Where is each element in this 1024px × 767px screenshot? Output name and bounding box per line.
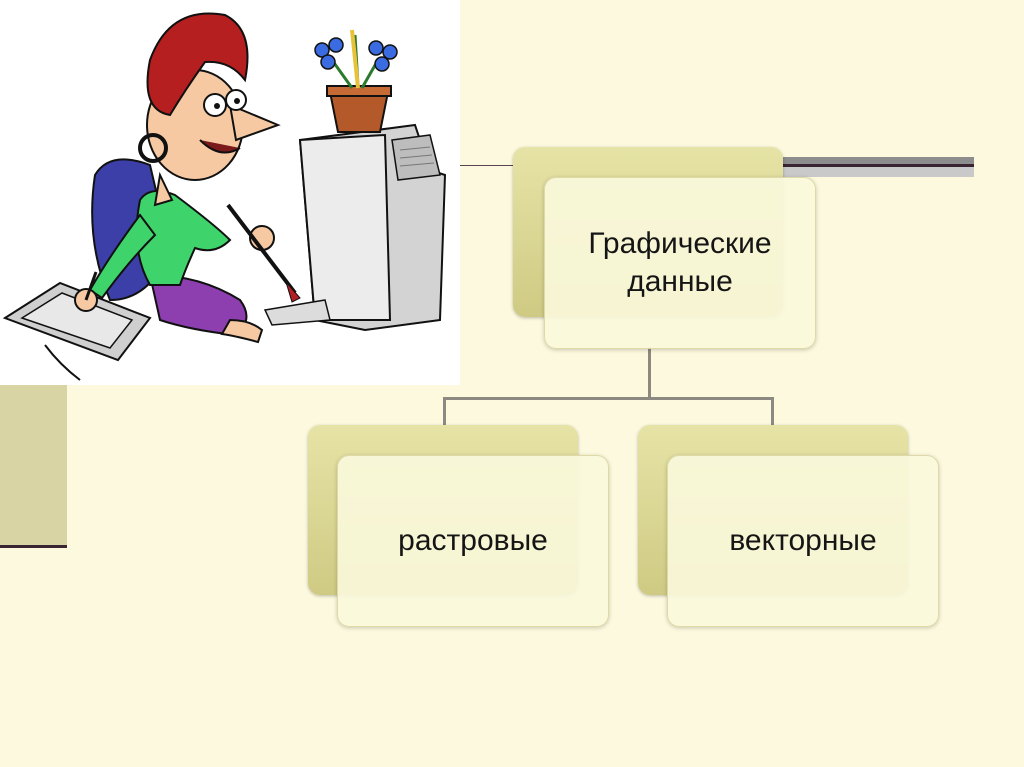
- decor-line-thin: [460, 165, 520, 166]
- connector-right: [771, 397, 774, 425]
- decor-line-left: [0, 545, 67, 548]
- connector-horizontal: [443, 397, 774, 400]
- decor-line-right-light: [783, 167, 974, 177]
- child-node-raster-label: растровые: [398, 524, 548, 557]
- child-node-raster: растровые: [337, 455, 609, 627]
- child-node-vector: векторные: [667, 455, 939, 627]
- woman-at-computer-illustration: [2, 12, 447, 381]
- decor-line-right: [783, 157, 974, 164]
- connector-left: [443, 397, 446, 425]
- connector-root: [648, 347, 651, 398]
- root-node-label: Графические данные: [588, 227, 772, 298]
- decor-bar-left: [0, 385, 67, 545]
- decor-line-right-dark: [783, 164, 974, 167]
- child-node-vector-label: векторные: [729, 524, 877, 557]
- root-node: Графические данные: [544, 177, 816, 349]
